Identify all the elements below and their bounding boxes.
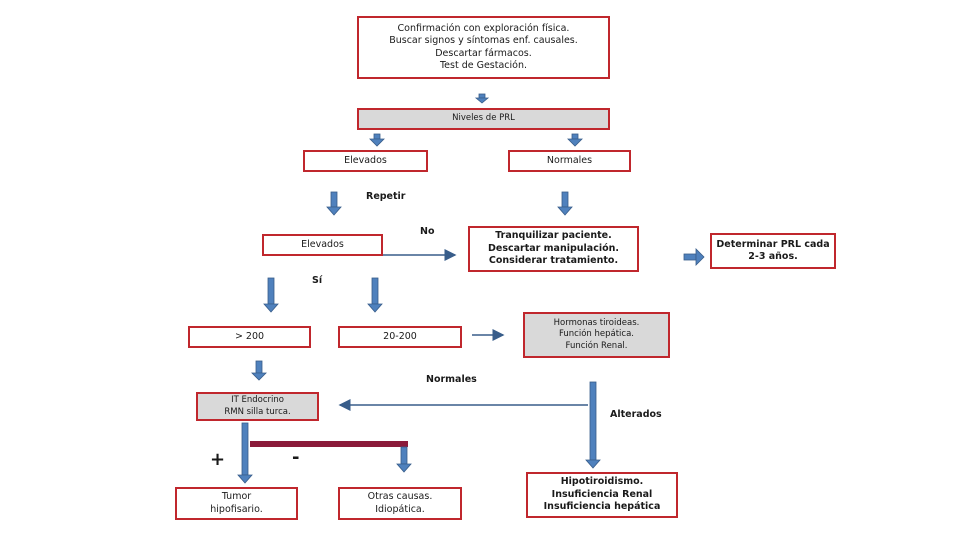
text-line: Tranquilizar paciente.: [495, 230, 612, 242]
arrow-down-20-200: [367, 277, 383, 313]
box-hormonas: Hormonas tiroideas. Función hepática. Fu…: [523, 312, 670, 358]
text-line: Elevados: [344, 154, 387, 166]
box-tumor: Tumor hipofisario.: [175, 487, 298, 520]
box-elevados-1: Elevados: [303, 150, 428, 172]
box-mayor-200: > 200: [188, 326, 311, 348]
box-determinar-prl: Determinar PRL cada 2-3 años.: [710, 233, 836, 269]
label-no: No: [420, 226, 435, 237]
arrow-down-alterados: [585, 381, 601, 469]
arrow-down-repetir: [326, 191, 342, 216]
text-line: Insuficiencia hepática: [543, 501, 661, 513]
label-si: Sí: [312, 275, 323, 286]
text-line: Elevados: [301, 238, 344, 250]
arrow-right-determinar: [683, 248, 705, 266]
text-line: hipofisario.: [210, 503, 263, 515]
box-it-endocrino: IT Endocrino RMN silla turca.: [196, 392, 319, 421]
text-line: RMN silla turca.: [224, 406, 291, 417]
box-normales-1: Normales: [508, 150, 631, 172]
box-elevados-2: Elevados: [262, 234, 383, 256]
label-repetir: Repetir: [366, 191, 406, 202]
box-otras-causas: Otras causas. Idiopática.: [338, 487, 462, 520]
text-line: Considerar tratamiento.: [488, 255, 619, 267]
label-normales: Normales: [426, 374, 477, 385]
text-line: IT Endocrino: [231, 395, 284, 406]
text-line: Confirmación con exploración física.: [397, 22, 570, 34]
text-line: Insuficiencia Renal: [551, 488, 653, 500]
box-20-200: 20-200: [338, 326, 462, 348]
minus-bar: [250, 441, 408, 447]
plus-sign: +: [210, 449, 226, 470]
text-line: Tumor: [221, 491, 252, 503]
text-line: 20-200: [383, 330, 417, 342]
box-niveles-prl: Niveles de PRL: [357, 108, 610, 130]
text-line: Normales: [546, 154, 593, 166]
text-line: 2-3 años.: [748, 251, 798, 262]
text-line: Hipotiroidismo.: [560, 476, 644, 488]
box-exploracion: Confirmación con exploración física. Bus…: [357, 16, 610, 79]
arrow-down-tumor: [237, 422, 253, 484]
text-line: Idiopática.: [375, 503, 425, 515]
text-line: Niveles de PRL: [452, 113, 515, 124]
text-line: Descartar fármacos.: [435, 47, 532, 59]
box-tranquilizar: Tranquilizar paciente. Descartar manipul…: [468, 226, 639, 272]
text-line: Test de Gestación.: [439, 59, 528, 71]
text-line: Otras causas.: [367, 491, 433, 503]
label-alterados: Alterados: [610, 409, 662, 420]
arrow-down-tranquilizar: [557, 191, 573, 216]
minus-sign: -: [292, 447, 300, 468]
arrow-down-it-endocrino: [251, 360, 267, 381]
text-line: Buscar signos y síntomas enf. causales.: [389, 35, 578, 47]
arrow-down-mayor-200: [263, 277, 279, 313]
arrow-down-elevados: [369, 133, 385, 147]
text-line: Determinar PRL cada: [716, 238, 830, 250]
arrow-down-1: [474, 93, 490, 104]
text-line: Función hepática.: [558, 329, 635, 340]
text-line: Hormonas tiroideas.: [553, 318, 640, 329]
arrow-down-normales: [567, 133, 583, 147]
text-line: Función Renal.: [565, 340, 628, 351]
arrow-down-otras-causas: [396, 446, 412, 473]
box-hipotiroidismo: Hipotiroidismo. Insuficiencia Renal Insu…: [526, 472, 678, 518]
text-line: > 200: [234, 330, 265, 342]
text-line: Descartar manipulación.: [487, 242, 619, 254]
